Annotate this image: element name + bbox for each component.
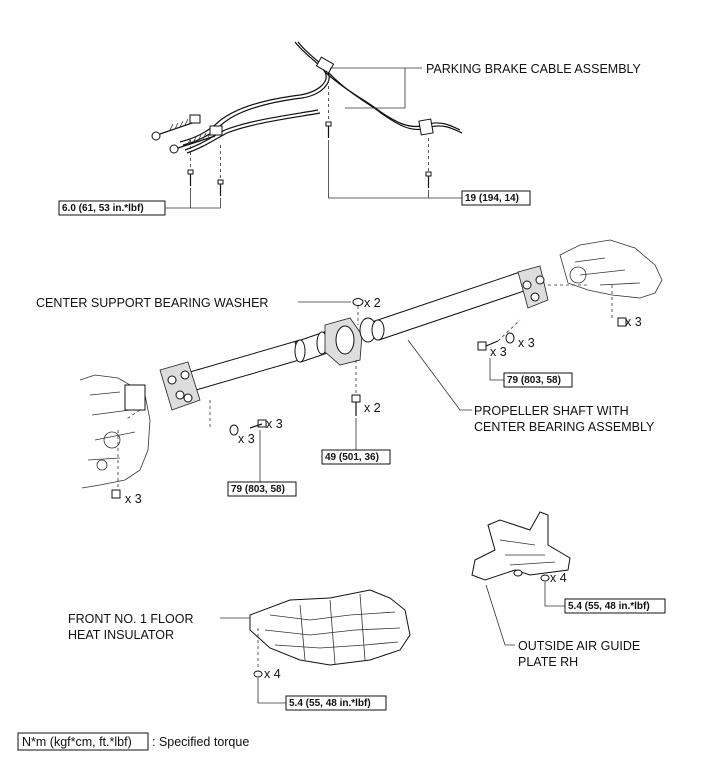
left-bolt-qty: x 3 [266, 417, 283, 431]
torque-center-bearing: 49 (501, 36) [325, 452, 379, 463]
parking-brake-cable-drawing [151, 41, 463, 196]
torque-air-guide: 5.4 (55, 48 in.*lbf) [568, 601, 650, 612]
propeller-shaft-drawing [159, 265, 549, 411]
legend-description: : Specified torque [152, 735, 249, 749]
legend-unit-text: N*m (kgf*cm, ft.*lbf) [22, 735, 132, 749]
nut-left-icon [111, 489, 121, 499]
torque-box-cable-left [58, 200, 166, 216]
bolt-right-flange-icon [477, 340, 499, 351]
bolt-left-flange-icon [249, 419, 267, 429]
air-guide-plate-drawing [471, 511, 571, 581]
torque-box-center-bearing [321, 449, 391, 465]
bolt-center-bearing-icon [351, 360, 361, 416]
right-bolt-qty: x 3 [490, 345, 507, 359]
left-nut-qty: x 3 [125, 492, 142, 506]
torque-box-cable-right [461, 190, 531, 206]
floor-bolt-qty: x 4 [264, 667, 281, 681]
torque-box-floor-insulator [285, 695, 387, 711]
left-washer-qty: x 3 [238, 432, 255, 446]
propeller-shaft-label-1: PROPELLER SHAFT WITH [474, 404, 629, 418]
bolt-cable-1 [187, 169, 194, 186]
washer-qty: x 2 [364, 296, 381, 310]
air-guide-bolt-qty: x 4 [550, 571, 567, 585]
air-guide-label-2: PLATE RH [518, 655, 578, 669]
propeller-shaft-label-2: CENTER BEARING ASSEMBLY [474, 420, 655, 434]
floor-insulator-label-1: FRONT NO. 1 FLOOR [68, 612, 193, 626]
air-guide-bolt-icon [540, 574, 550, 582]
floor-heat-insulator-drawing [249, 589, 411, 666]
legend-unit-box [17, 732, 149, 751]
differential-drawing [559, 239, 663, 327]
center-support-washer-label: CENTER SUPPORT BEARING WASHER [36, 296, 268, 310]
transmission-drawing [79, 374, 151, 499]
bolt-cable-2 [217, 179, 224, 196]
torque-cable-left: 6.0 (61, 53 in.*lbf) [62, 203, 144, 214]
torque-box-right-flange [503, 372, 573, 388]
cable-end-left-lower [169, 130, 216, 154]
bolt-cable-4 [425, 171, 432, 188]
right-washer-qty: x 3 [518, 336, 535, 350]
floor-insulator-label-2: HEAT INSULATOR [68, 628, 174, 642]
cable-end-left-upper [151, 116, 196, 141]
parking-brake-cable-label: PARKING BRAKE CABLE ASSEMBLY [426, 62, 642, 76]
torque-cable-right: 19 (194, 14) [465, 193, 519, 204]
washer-left-icon [229, 424, 239, 436]
torque-floor-insulator: 5.4 (55, 48 in.*lbf) [289, 698, 371, 709]
center-washer-icon [352, 298, 364, 306]
bolt-cable-3 [325, 121, 332, 138]
washer-right-icon [505, 332, 515, 344]
air-guide-label-1: OUTSIDE AIR GUIDE [518, 639, 640, 653]
right-nut-qty: x 3 [625, 315, 642, 329]
floor-bolt-icon [253, 670, 263, 678]
torque-box-left-flange [227, 481, 297, 497]
torque-box-air-guide [564, 598, 666, 614]
center-bolt-qty: x 2 [364, 401, 381, 415]
torque-right-flange: 79 (803, 58) [507, 375, 561, 386]
nut-right-icon [617, 317, 627, 327]
torque-left-flange: 79 (803, 58) [231, 484, 285, 495]
